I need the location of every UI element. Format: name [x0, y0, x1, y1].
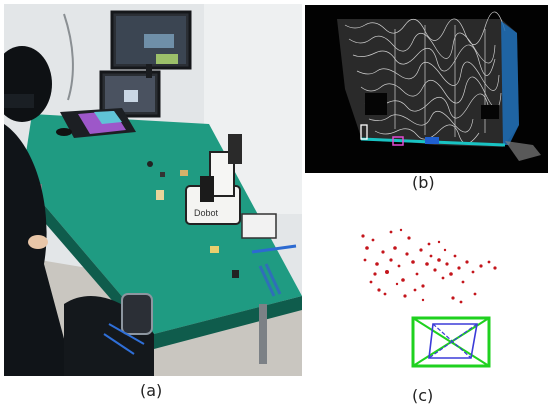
robot-label: Dobot [194, 208, 219, 218]
pcl-hole [481, 105, 499, 119]
pcl-surface [337, 19, 519, 147]
point-cloud-drawing [305, 5, 548, 173]
vr-headset [4, 94, 34, 108]
monitor-window [144, 34, 174, 48]
monitor-stand [146, 64, 152, 78]
pcl-hole [365, 93, 387, 115]
robot-gripper [200, 176, 214, 202]
wall-cable [63, 13, 74, 101]
table-leg [259, 304, 267, 364]
caption-a: (a) [140, 381, 163, 400]
controller-box [241, 213, 277, 239]
pcl-depth-region [501, 21, 519, 145]
object-ball [147, 161, 153, 167]
slam-drawing [361, 228, 497, 368]
setup-photo-drawing: Dobot [4, 4, 302, 376]
screwdriver [251, 244, 297, 254]
slam-view [305, 190, 548, 380]
monitor-window [156, 54, 178, 64]
pcl-marker-blue [425, 137, 439, 144]
pcl-marker-white [360, 124, 368, 140]
pliers [258, 263, 282, 297]
pcl-marker-magenta [392, 136, 404, 146]
point-cloud-view [305, 5, 548, 173]
object-block [180, 170, 188, 176]
object-block [210, 246, 219, 253]
object-block [160, 172, 165, 177]
person-hand [28, 235, 48, 249]
vr-controller [121, 293, 153, 335]
caption-b: (b) [412, 173, 435, 192]
setup-photo: Dobot [4, 4, 302, 376]
controller-strap [103, 323, 145, 355]
camera-frustum-green [411, 316, 491, 368]
object-block [232, 270, 239, 278]
pcl-texture [344, 11, 506, 144]
pcl-protrusion [505, 141, 541, 161]
camera-frustum-blue-diagonals [428, 323, 478, 359]
robot-joint [228, 134, 242, 164]
keyboard-rgb [94, 111, 122, 124]
mouse [56, 128, 72, 136]
object-block [156, 190, 164, 200]
person-body [4, 124, 74, 376]
feature-points [361, 228, 497, 304]
caption-c: (c) [412, 386, 434, 405]
monitor-window [124, 90, 138, 102]
